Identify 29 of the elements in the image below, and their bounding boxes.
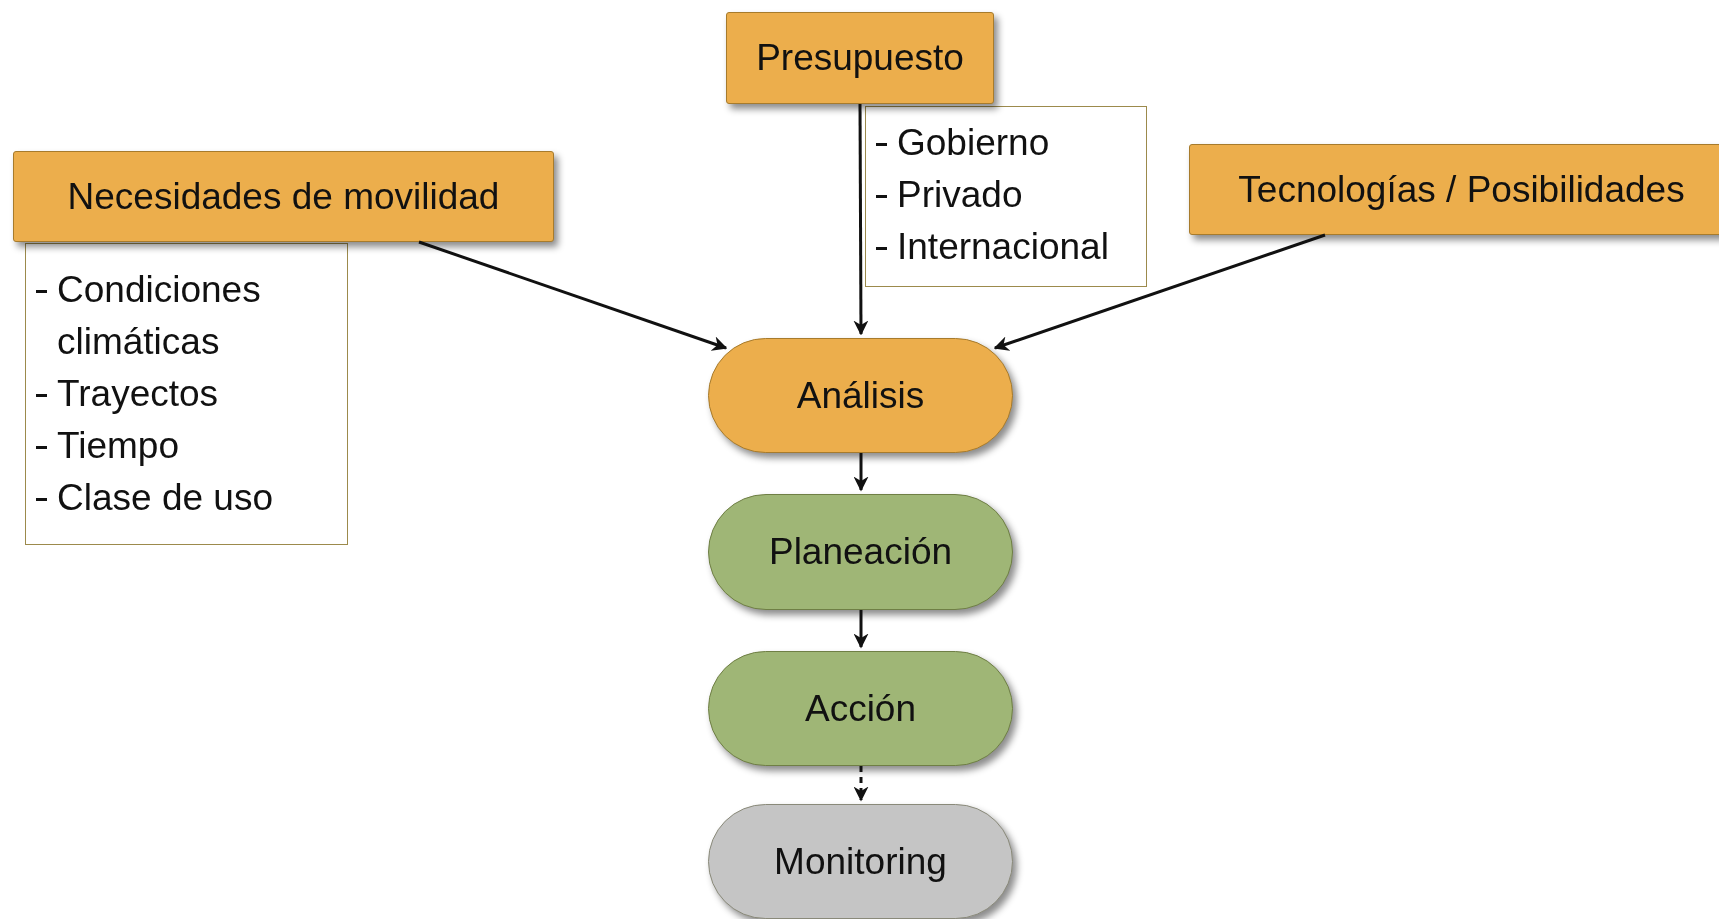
list-box bbox=[25, 243, 348, 545]
box-label: Acción bbox=[804, 687, 917, 730]
process-pill bbox=[708, 338, 1013, 453]
input-box bbox=[13, 151, 554, 242]
arrow bbox=[853, 453, 869, 492]
box-label: Tecnologías / Posibilidades bbox=[1238, 168, 1685, 211]
box-label: Análisis bbox=[796, 374, 925, 417]
arrow bbox=[418, 240, 728, 351]
process-pill bbox=[708, 651, 1013, 766]
arrow bbox=[993, 233, 1326, 351]
list-item: Clase de uso bbox=[57, 476, 273, 520]
process-pill bbox=[708, 494, 1013, 610]
box-label: Necesidades de movilidad bbox=[67, 175, 500, 218]
input-box bbox=[726, 12, 994, 104]
arrow bbox=[853, 766, 869, 802]
list-item: Trayectos bbox=[57, 372, 219, 416]
box-label: Presupuesto bbox=[756, 37, 964, 79]
list-item: Privado bbox=[897, 173, 1023, 217]
arrow bbox=[853, 104, 869, 336]
box-label: Planeación bbox=[768, 531, 953, 573]
input-box bbox=[1189, 144, 1719, 235]
list-box bbox=[865, 106, 1147, 287]
box-label: Monitoring bbox=[774, 840, 947, 883]
list-item: Condiciones climáticas bbox=[57, 268, 262, 364]
arrow bbox=[853, 610, 869, 649]
list-item: Gobierno bbox=[897, 121, 1050, 165]
list-item: Internacional bbox=[897, 225, 1109, 269]
list-item: Tiempo bbox=[57, 424, 179, 468]
process-pill bbox=[708, 804, 1013, 919]
